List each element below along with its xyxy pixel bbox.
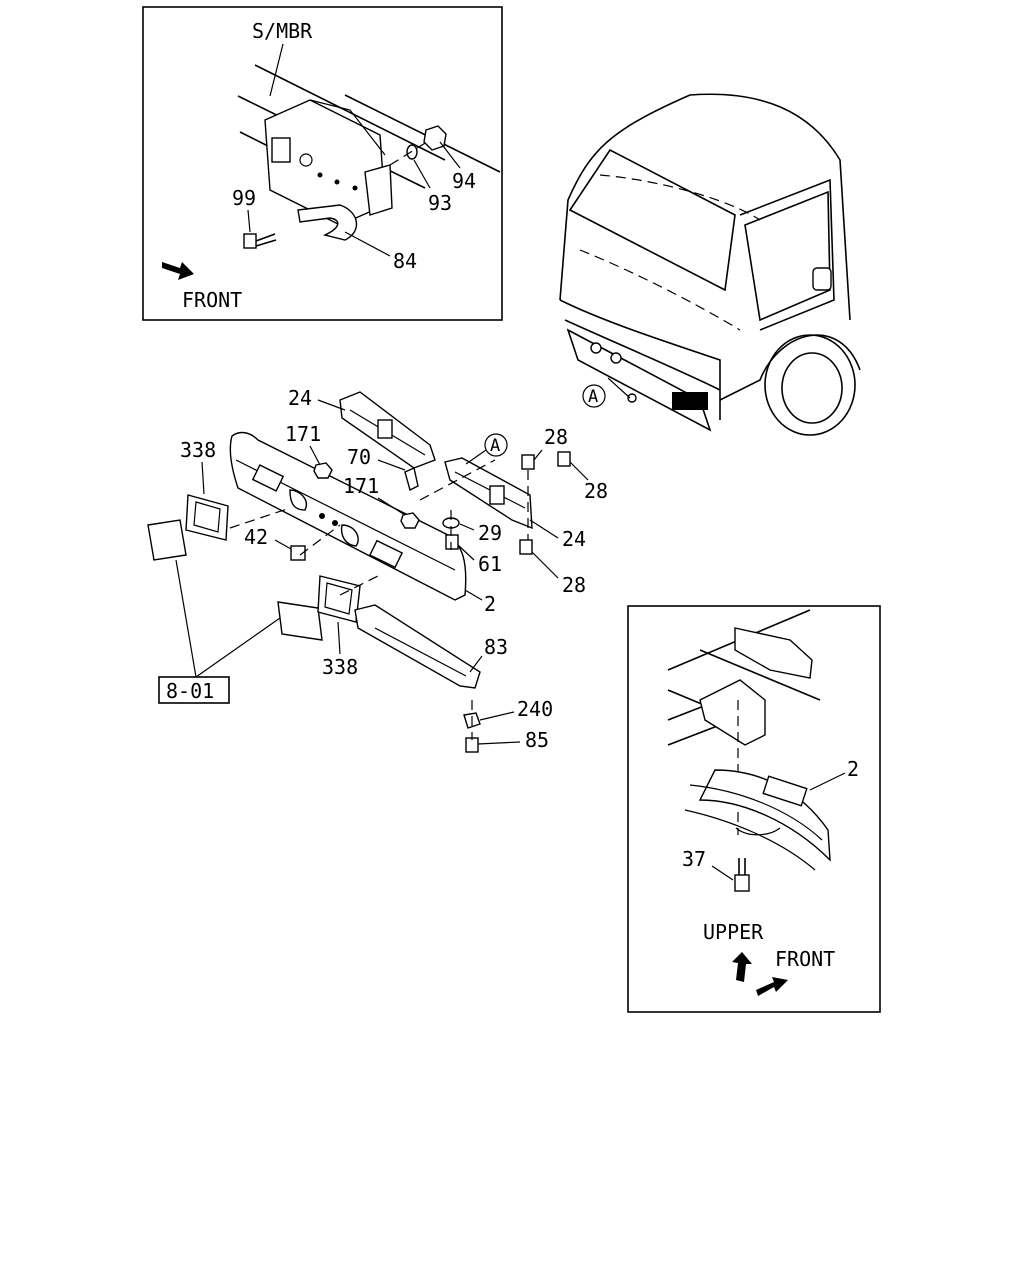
callout-94: 94 (452, 169, 476, 193)
tow-hook (297, 204, 358, 241)
marker-a-cab: A (588, 387, 598, 407)
bracket-24-left (339, 391, 436, 469)
label-upper: UPPER (703, 920, 764, 944)
callout-28-bottom: 28 (562, 573, 586, 597)
bolt-42 (290, 545, 306, 561)
front-arrow-icon (162, 262, 194, 280)
callout-24-left: 24 (288, 386, 312, 410)
callout-84: 84 (393, 249, 417, 273)
bolt-99 (243, 233, 277, 249)
callout-99: 99 (232, 186, 256, 210)
label-front-bottom: FRONT (775, 947, 835, 971)
label-smbr: S/MBR (252, 19, 313, 43)
clip-70 (404, 467, 419, 492)
callout-28-top: 28 (544, 425, 568, 449)
upper-arrow-icon (732, 952, 752, 982)
bumper-assembly: 24 171 70 171 338 42 2 338 83 240 85 28 … (147, 386, 608, 753)
bolt-28-c (519, 539, 533, 555)
inset-bumper-mount: 2 37 UPPER FRONT (627, 605, 881, 1013)
bolt-61 (445, 534, 459, 550)
callout-338-top: 338 (180, 438, 216, 462)
callout-93: 93 (428, 191, 452, 215)
side-member (237, 64, 501, 189)
inset-frame-top (142, 6, 503, 321)
bracket-24-right (444, 457, 533, 530)
truck-cab: A (559, 93, 861, 436)
callout-171-a: 171 (285, 422, 321, 446)
callout-85: 85 (525, 728, 549, 752)
reference-label: 8-01 (166, 679, 214, 703)
callout-240: 240 (517, 697, 553, 721)
front-arrow-bottom-icon (756, 977, 788, 996)
lamp-left (147, 494, 229, 561)
nut-171-a (313, 462, 333, 479)
marker-a-detail: A (490, 436, 500, 456)
inset-tow-hook: S/MBR (142, 6, 503, 321)
callout-2: 2 (484, 592, 496, 616)
callout-29: 29 (478, 521, 502, 545)
bolt-28-a (521, 454, 535, 470)
callout-61: 61 (478, 552, 502, 576)
callout-42: 42 (244, 525, 268, 549)
callout-28-right: 28 (584, 479, 608, 503)
reference-box (158, 676, 230, 704)
callout-70: 70 (347, 445, 371, 469)
inset-frame-bottom (627, 605, 881, 1013)
bolt-37 (734, 874, 750, 892)
under-cover (354, 604, 481, 689)
washer-93 (406, 144, 418, 160)
callout-171-b: 171 (343, 474, 379, 498)
label-front-top: FRONT (182, 288, 242, 312)
bolt-85 (465, 737, 479, 753)
callout-2-inset: 2 (847, 757, 859, 781)
callout-24-right: 24 (562, 527, 586, 551)
nut-171-b (400, 512, 420, 529)
nut-94 (423, 125, 447, 151)
callout-37: 37 (682, 847, 706, 871)
lamp-right (277, 575, 361, 641)
bolt-28-b (557, 451, 571, 467)
callout-83: 83 (484, 635, 508, 659)
callout-338-bottom: 338 (322, 655, 358, 679)
tow-bracket (264, 99, 393, 226)
